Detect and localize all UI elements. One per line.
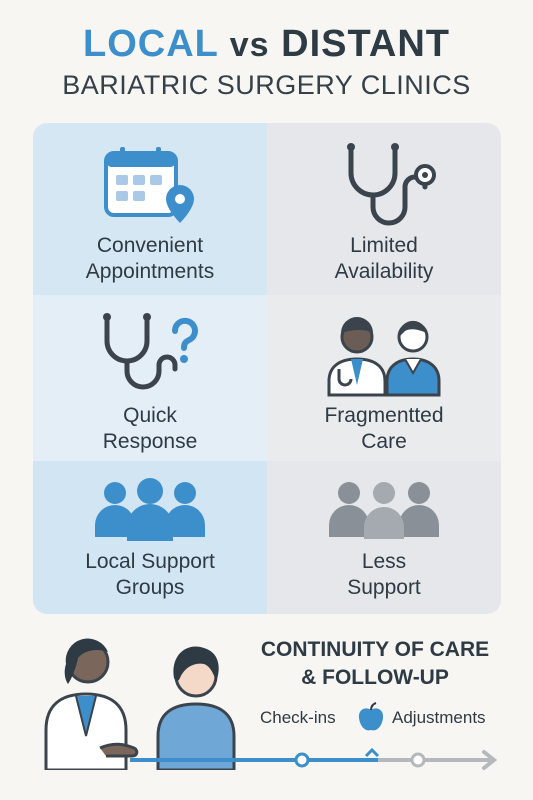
local-cell-support-groups: Local Support Groups — [33, 461, 267, 614]
follow-up-timeline — [130, 747, 498, 770]
label-line: Quick — [123, 404, 177, 427]
gray-group-icon — [329, 482, 439, 539]
label-line: Local Support — [85, 550, 215, 573]
comparison-grid: Convenient Appointments Limited Availabi… — [33, 123, 501, 614]
continuity-title-line: CONTINUITY OF CARE — [260, 638, 490, 661]
local-cell-quick-response: Quick Response — [33, 295, 267, 461]
label-line: Limited — [350, 234, 418, 257]
label-line: Appointments — [85, 260, 215, 283]
calendar-location-icon — [104, 147, 194, 223]
doctor-patient-illustration — [44, 638, 236, 770]
support-group-icon — [95, 478, 205, 541]
local-label-support-groups: Local Support Groups — [33, 549, 267, 601]
apple-icon — [358, 702, 384, 731]
page-subtitle: BARIATRIC SURGERY CLINICS — [62, 70, 471, 100]
adjustments-label: Adjustments — [392, 708, 486, 727]
distant-cell-less-support: Less Support — [267, 461, 501, 614]
label-line: Support — [347, 576, 421, 599]
label-line: Care — [361, 430, 407, 453]
stethoscope-icon — [347, 143, 436, 226]
label-line: Less — [361, 550, 407, 573]
label-line: Groups — [115, 576, 185, 599]
distant-label-availability: Limited Availability — [267, 233, 501, 285]
doctors-icon — [327, 317, 441, 397]
title-distant: DISTANT — [281, 23, 450, 65]
local-label-quick-response: Quick Response — [33, 403, 267, 455]
stethoscope-question-icon — [103, 313, 198, 390]
checkins-label: Check-ins — [260, 708, 336, 727]
label-line: Convenient — [96, 234, 204, 257]
distant-label-fragmented-care: Fragmentted Care — [267, 403, 501, 455]
distant-cell-fragmented-care: Fragmentted Care — [267, 295, 501, 461]
distant-label-less-support: Less Support — [267, 549, 501, 601]
local-cell-appointments: Convenient Appointments — [33, 123, 267, 295]
local-label-appointments: Convenient Appointments — [33, 233, 267, 285]
title-local: LOCAL — [83, 23, 219, 65]
label-line: Fragmentted — [324, 404, 444, 427]
title-vs: vs — [229, 26, 270, 64]
page-title: LOCAL vs DISTANT — [0, 22, 533, 67]
label-line: Availability — [334, 260, 434, 283]
continuity-title: CONTINUITY OF CARE & FOLLOW-UP — [240, 636, 510, 692]
distant-cell-availability: Limited Availability — [267, 123, 501, 295]
label-line: Response — [102, 430, 198, 453]
continuity-title-line: & FOLLOW-UP — [301, 666, 449, 689]
